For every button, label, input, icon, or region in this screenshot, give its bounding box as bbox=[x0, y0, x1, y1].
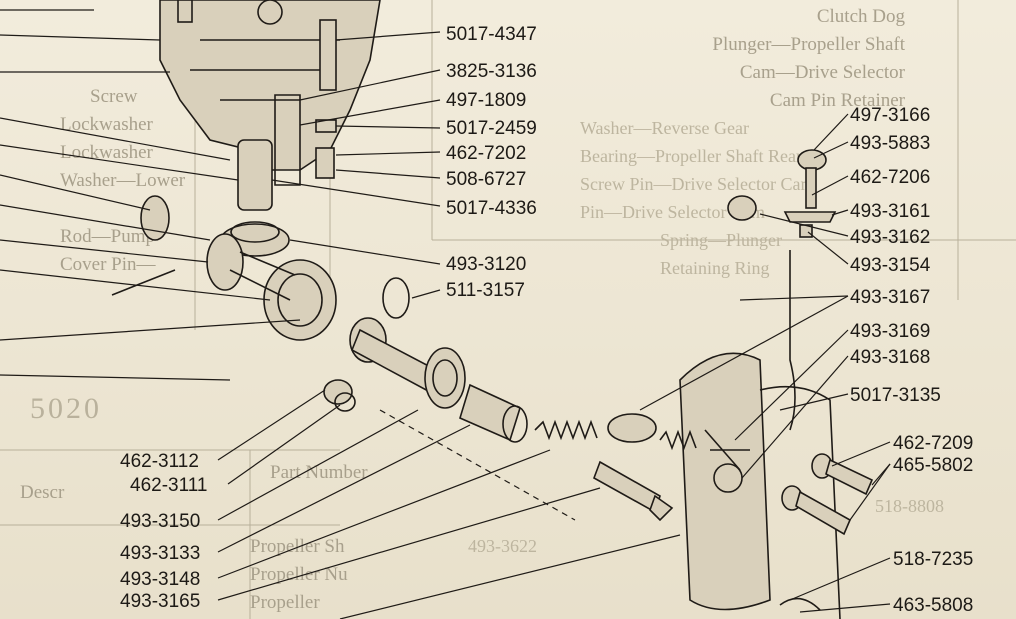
o-ring bbox=[382, 277, 410, 319]
bg-left-4: Rod—Pump bbox=[60, 226, 155, 247]
bg-bottom-2: Propeller bbox=[250, 592, 320, 613]
label-462-7209: 462-7209 bbox=[893, 433, 973, 454]
seal-stack bbox=[315, 147, 335, 179]
rear-bearing-face bbox=[502, 405, 528, 443]
bg-col-part-number: Part Number bbox=[270, 462, 368, 483]
bg-left-3: Washer—Lower bbox=[60, 170, 186, 191]
bg-desc-5: Bearing—Propeller Shaft Rear bbox=[580, 146, 802, 166]
detent-ball bbox=[713, 463, 743, 493]
bg-left-1: Lockwasher bbox=[60, 114, 154, 135]
label-5017-3135: 5017-3135 bbox=[850, 385, 941, 406]
bg-col-description: Descr bbox=[20, 482, 65, 503]
lower-clip bbox=[779, 597, 821, 611]
bevel-gear bbox=[263, 259, 337, 341]
top-stud bbox=[177, 0, 193, 23]
label-493-3133: 493-3133 bbox=[120, 543, 200, 564]
bg-mid-fragment: 493-3622 bbox=[468, 536, 537, 556]
gearcase-skeg bbox=[759, 385, 841, 619]
propeller-shaft-assembly bbox=[349, 317, 674, 522]
label-493-5883: 493-5883 bbox=[850, 133, 930, 154]
bg-bottom-0: Propeller Sh bbox=[250, 536, 345, 557]
label-508-6727: 508-6727 bbox=[446, 169, 526, 190]
label-493-3150: 493-3150 bbox=[120, 511, 200, 532]
screw-2 bbox=[795, 490, 852, 536]
gear-shaft bbox=[229, 251, 296, 301]
cam-plate bbox=[783, 211, 837, 223]
housing-detail-lines bbox=[190, 39, 340, 101]
long-lever bbox=[789, 250, 796, 431]
propeller-plunger bbox=[593, 460, 661, 514]
label-497-3166: 497-3166 bbox=[850, 105, 930, 126]
bg-side-fragment: 518-8808 bbox=[875, 496, 944, 516]
bg-desc-6: Screw Pin—Drive Selector Cam bbox=[580, 174, 814, 194]
label-493-3120: 493-3120 bbox=[446, 254, 526, 275]
label-493-3167: 493-3167 bbox=[850, 287, 930, 308]
bevel-gear-inner bbox=[277, 273, 323, 327]
bg-desc-0: Clutch Dog bbox=[817, 6, 906, 27]
small-bearing bbox=[323, 379, 353, 405]
label-493-3154: 493-3154 bbox=[850, 255, 931, 276]
label-518-7235: 518-7235 bbox=[893, 549, 973, 570]
label-493-3168: 493-3168 bbox=[850, 347, 930, 368]
bg-desc-9: Retaining Ring bbox=[660, 258, 770, 278]
label-463-5808: 463-5808 bbox=[893, 595, 973, 616]
label-3825-3136: 3825-3136 bbox=[446, 61, 537, 82]
plunger-spring bbox=[534, 419, 598, 441]
pivot-pin bbox=[805, 167, 817, 209]
detent-cap bbox=[607, 413, 657, 443]
shaft-centerline bbox=[379, 409, 576, 521]
label-493-3162: 493-3162 bbox=[850, 227, 930, 248]
bg-desc-1: Plunger—Propeller Shaft bbox=[712, 34, 905, 55]
reverse-gear bbox=[424, 347, 466, 409]
label-493-3169: 493-3169 bbox=[850, 321, 930, 342]
bg-desc-8: Spring—Plunger bbox=[660, 230, 782, 250]
label-497-1809: 497-1809 bbox=[446, 90, 526, 111]
pump-cylinder bbox=[237, 139, 273, 211]
bg-bottom-1: Propeller Nu bbox=[250, 564, 348, 585]
small-bearing-ring bbox=[334, 392, 356, 412]
rear-bearing bbox=[459, 383, 521, 442]
bg-desc-3: Cam Pin Retainer bbox=[770, 90, 906, 111]
bg-left-0: Screw bbox=[90, 86, 138, 107]
screw-1 bbox=[825, 458, 874, 496]
pivot-cap bbox=[797, 149, 827, 171]
side-washer bbox=[140, 195, 170, 241]
label-5017-4336: 5017-4336 bbox=[446, 198, 537, 219]
label-5017-2459: 5017-2459 bbox=[446, 118, 537, 139]
shift-rod bbox=[319, 19, 337, 91]
label-493-3165: 493-3165 bbox=[120, 591, 200, 612]
label-462-7206: 462-7206 bbox=[850, 167, 930, 188]
forward-gear bbox=[206, 233, 244, 291]
label-462-3112: 462-3112 bbox=[120, 451, 199, 472]
housing-assembly bbox=[111, 0, 410, 412]
part-labels: 5017-4347 3825-3136 497-1809 5017-2459 4… bbox=[120, 24, 973, 616]
bg-heading-fragment: 5020 bbox=[30, 392, 102, 425]
bg-desc-7: Pin—Drive Selector Cam bbox=[580, 202, 765, 222]
plunger-tip bbox=[649, 494, 674, 522]
label-5017-4347: 5017-4347 bbox=[446, 24, 537, 45]
bg-left-5: Cover Pin— bbox=[60, 254, 157, 275]
bg-left-2: Lockwasher bbox=[60, 142, 154, 163]
pinion-gear-top bbox=[230, 221, 280, 243]
label-462-7202: 462-7202 bbox=[446, 143, 526, 164]
label-462-3111: 462-3111 bbox=[130, 475, 207, 496]
clevis bbox=[727, 195, 757, 221]
label-465-5802: 465-5802 bbox=[893, 455, 973, 476]
top-ring bbox=[257, 0, 283, 25]
label-493-3161: 493-3161 bbox=[850, 201, 930, 222]
bg-desc-2: Cam—Drive Selector bbox=[740, 62, 906, 83]
detent-spring bbox=[659, 429, 697, 451]
bg-desc-4: Washer—Reverse Gear bbox=[580, 118, 749, 138]
shift-lever bbox=[274, 94, 301, 186]
bracket-details bbox=[704, 429, 750, 471]
reverse-gear-hub bbox=[432, 359, 458, 397]
label-511-3157: 511-3157 bbox=[446, 280, 525, 301]
label-493-3148: 493-3148 bbox=[120, 569, 200, 590]
pin-rod bbox=[111, 269, 176, 296]
leader-lines bbox=[0, 9, 891, 619]
